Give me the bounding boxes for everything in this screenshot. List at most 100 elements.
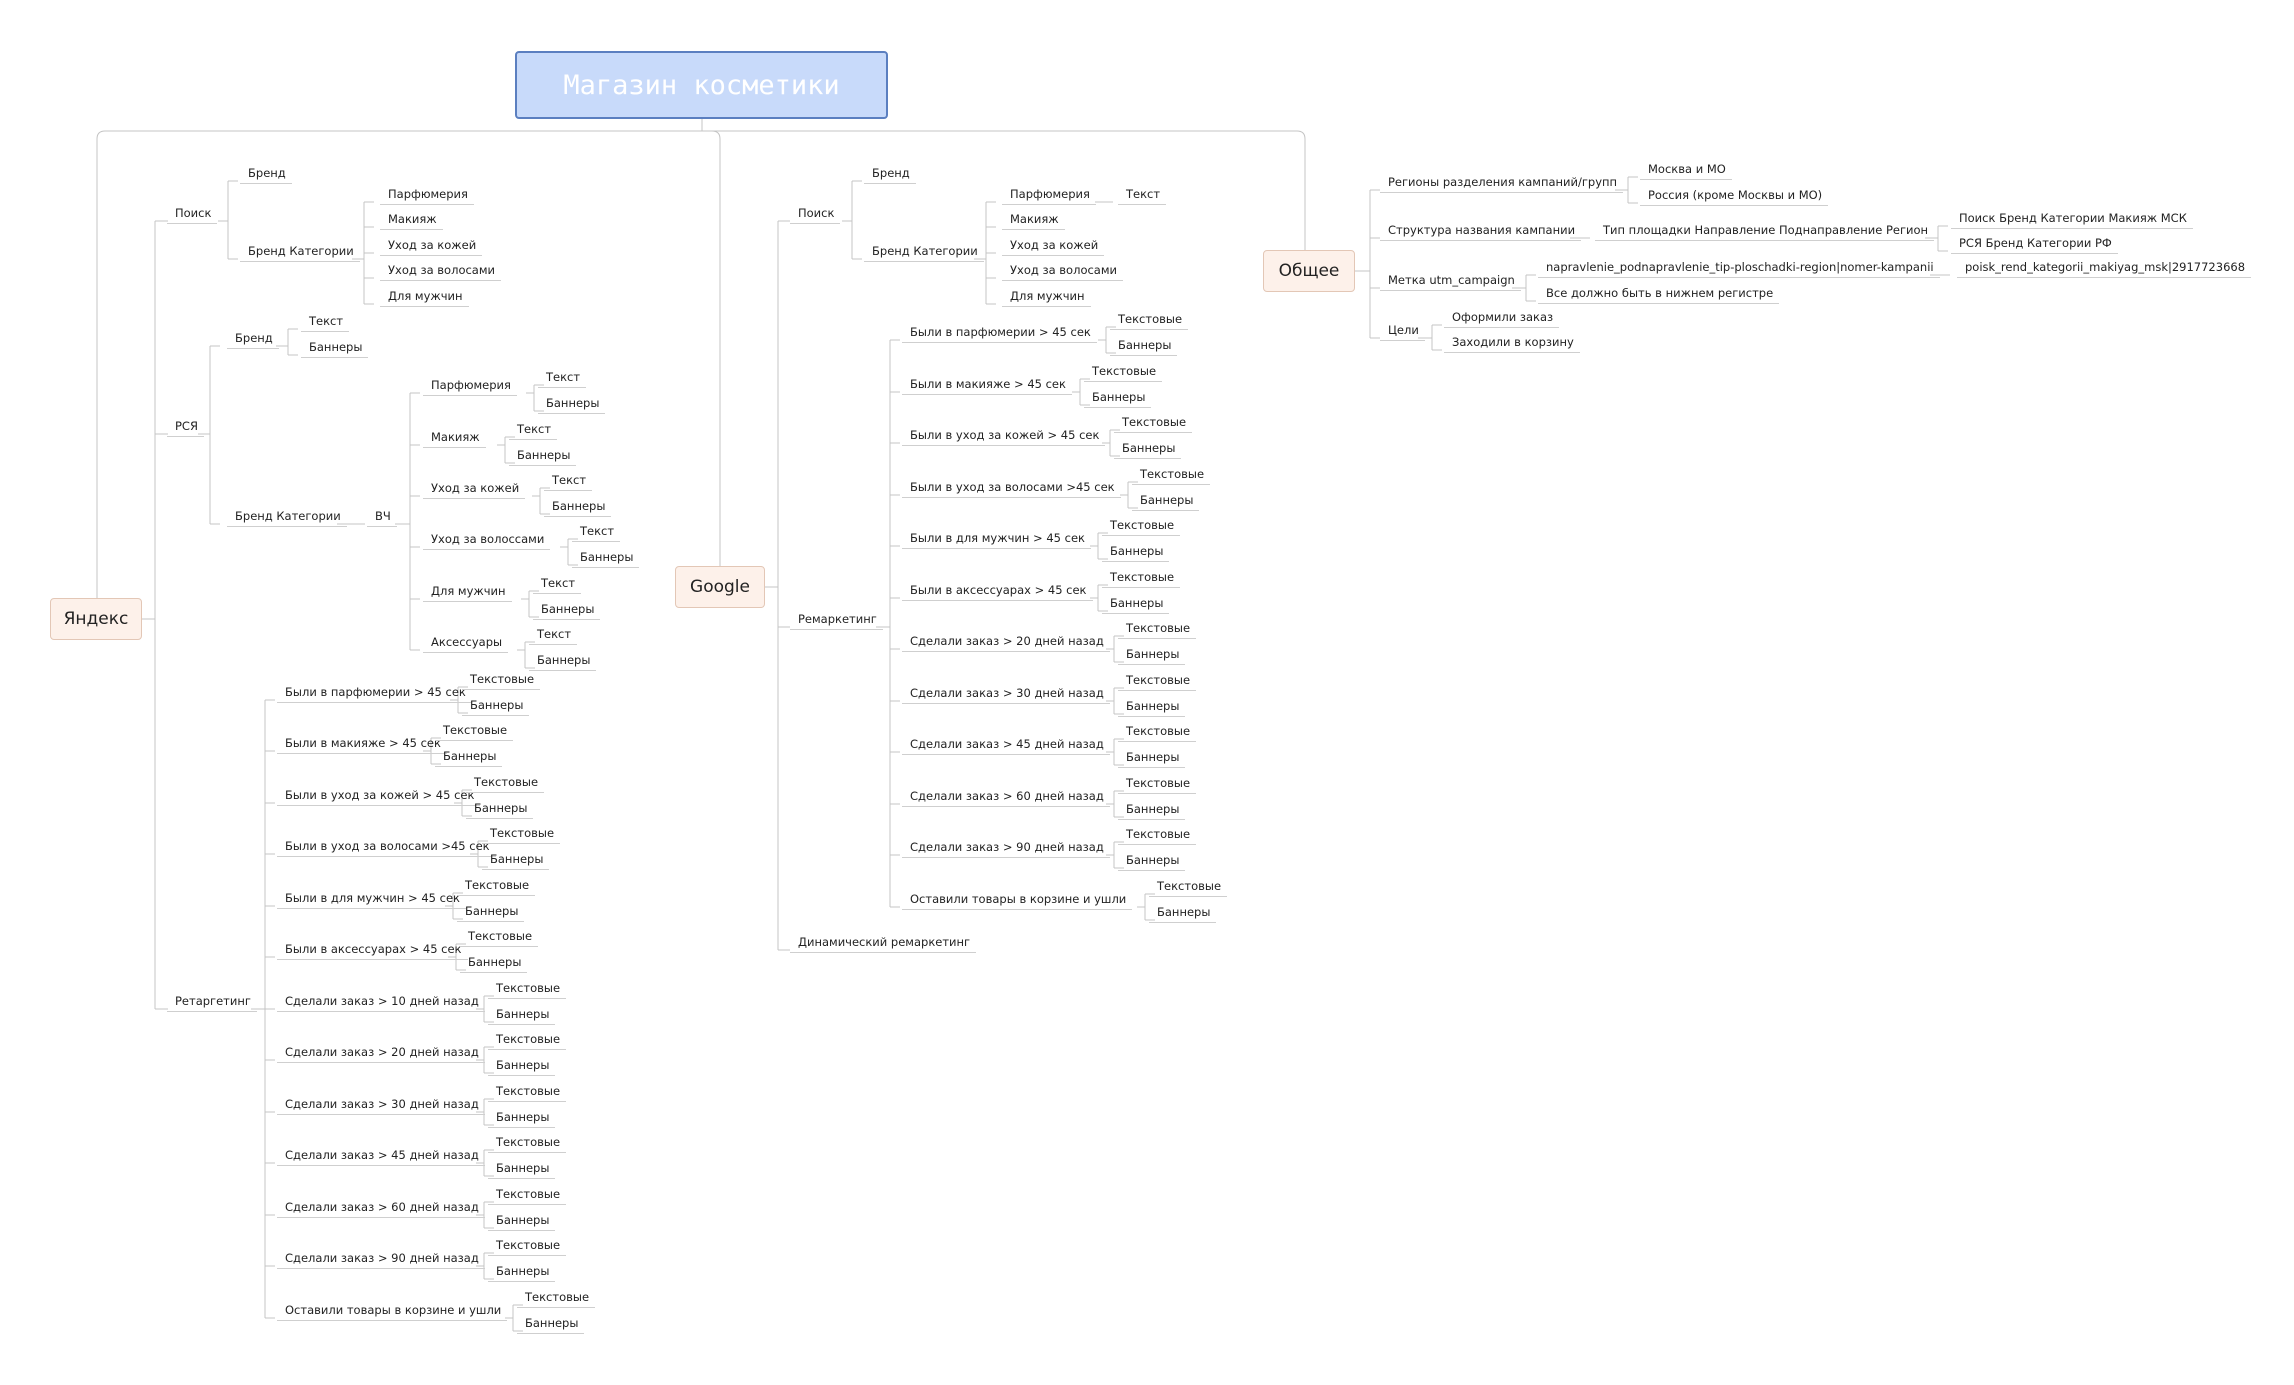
remarketing-text[interactable]: Текстовые [1109,312,1189,330]
remarketing-banners[interactable]: Баннеры [1117,699,1186,717]
goal-cart[interactable]: Заходили в корзину [1444,335,1580,353]
rsya-cat-text[interactable]: Текст [571,524,621,542]
rsya-vch[interactable]: ВЧ [367,509,397,527]
retargeting-banners[interactable]: Баннеры [461,698,530,716]
retargeting-banners[interactable]: Баннеры [487,1213,556,1231]
remarketing-text[interactable]: Текстовые [1113,415,1193,433]
yandex-search-cat[interactable]: Для мужчин [380,289,469,307]
remarketing-text[interactable]: Текстовые [1101,518,1181,536]
retargeting-text[interactable]: Текстовые [434,723,514,741]
rsya-cat[interactable]: Уход за волоссами [422,532,551,550]
rsya-cat-banners[interactable]: Баннеры [532,602,601,620]
general-naming[interactable]: Структура названия кампании [1379,223,1582,241]
rsya-cat[interactable]: Макияж [423,430,486,448]
remarketing-banners[interactable]: Баннеры [1109,338,1178,356]
rsya-cat-text[interactable]: Текст [543,473,593,491]
yandex-search-cat[interactable]: Макияж [380,212,443,230]
yandex-retargeting-item[interactable]: Были в макияже > 45 сек [277,736,447,754]
rsya-cat-text[interactable]: Текст [528,627,578,645]
yandex-node[interactable]: Яндекс [50,598,142,640]
retargeting-banners[interactable]: Баннеры [487,1161,556,1179]
remarketing-banners[interactable]: Баннеры [1101,544,1170,562]
yandex-retargeting-item[interactable]: Были в аксессуарах > 45 сек [277,942,468,960]
retargeting-banners[interactable]: Баннеры [487,1007,556,1025]
utm-note[interactable]: Все должно быть в нижнем регистре [1537,286,1780,304]
remarketing-text[interactable]: Текстовые [1117,621,1197,639]
retargeting-banners[interactable]: Баннеры [481,852,550,870]
remarketing-banners[interactable]: Баннеры [1131,493,1200,511]
google-search-cat[interactable]: Уход за волосами [1002,263,1123,281]
rsya-cat-banners[interactable]: Баннеры [571,550,640,568]
rsya-brand-cat[interactable]: Бренд Категории [227,509,347,527]
naming-example-2[interactable]: РСЯ Бренд Категории РФ [1951,236,2118,254]
naming-pattern[interactable]: Тип площадки Направление Поднаправление … [1594,223,1935,241]
yandex-rsya[interactable]: РСЯ [167,419,204,437]
yandex-search-cat[interactable]: Уход за кожей [379,238,483,256]
google-remarketing-item[interactable]: Сделали заказ > 60 дней назад [902,789,1110,807]
google-search[interactable]: Поиск [789,206,841,224]
rsya-brand-text[interactable]: Текст [300,314,350,332]
general-goals[interactable]: Цели [1380,323,1425,341]
retargeting-text[interactable]: Текстовые [487,1238,567,1256]
remarketing-text[interactable]: Текстовые [1117,673,1197,691]
yandex-retargeting-item[interactable]: Были в для мужчин > 45 сек [277,891,466,909]
general-node[interactable]: Общее [1263,250,1355,292]
retargeting-text[interactable]: Текстовые [481,826,561,844]
yandex-retargeting-item[interactable]: Оставили товары в корзине и ушли [276,1303,508,1321]
google-search-cat[interactable]: Для мужчин [1002,289,1091,307]
yandex-retargeting-item[interactable]: Сделали заказ > 20 дней назад [277,1045,485,1063]
rsya-cat[interactable]: Уход за кожей [422,481,526,499]
retargeting-banners[interactable]: Баннеры [487,1264,556,1282]
remarketing-banners[interactable]: Баннеры [1113,441,1182,459]
remarketing-text[interactable]: Текстовые [1117,827,1197,845]
remarketing-text[interactable]: Текстовые [1148,879,1228,897]
rsya-cat-banners[interactable]: Баннеры [543,499,612,517]
google-search-cat[interactable]: Макияж [1002,212,1065,230]
remarketing-banners[interactable]: Баннеры [1117,802,1186,820]
remarketing-banners[interactable]: Баннеры [1117,750,1186,768]
retargeting-banners[interactable]: Баннеры [487,1110,556,1128]
region-moscow[interactable]: Москва и МО [1640,162,1732,180]
retargeting-banners[interactable]: Баннеры [516,1316,585,1334]
yandex-retargeting[interactable]: Ретаргетинг [167,994,257,1012]
google-remarketing[interactable]: Ремаркетинг [790,612,883,630]
remarketing-banners[interactable]: Баннеры [1083,390,1152,408]
rsya-brand[interactable]: Бренд [227,331,279,349]
google-remarketing-item[interactable]: Были в уход за кожей > 45 сек [901,428,1106,446]
remarketing-banners[interactable]: Баннеры [1101,596,1170,614]
yandex-search-cat[interactable]: Парфюмерия [380,187,474,205]
rsya-brand-banners[interactable]: Баннеры [300,340,369,358]
retargeting-banners[interactable]: Баннеры [459,955,528,973]
rsya-cat[interactable]: Аксессуары [422,635,509,653]
yandex-retargeting-item[interactable]: Были в парфюмерии > 45 сек [277,685,472,703]
yandex-retargeting-item[interactable]: Сделали заказ > 90 дней назад [277,1251,485,1269]
retargeting-banners[interactable]: Баннеры [465,801,534,819]
yandex-retargeting-item[interactable]: Были в уход за волосами >45 сек [277,839,496,857]
retargeting-text[interactable]: Текстовые [487,1084,567,1102]
yandex-retargeting-item[interactable]: Сделали заказ > 45 дней назад [277,1148,485,1166]
remarketing-text[interactable]: Текстовые [1101,570,1181,588]
rsya-cat-banners[interactable]: Баннеры [528,653,597,671]
general-utm[interactable]: Метка utm_campaign [1380,273,1521,291]
remarketing-banners[interactable]: Баннеры [1148,905,1217,923]
remarketing-banners[interactable]: Баннеры [1117,647,1186,665]
yandex-search-brand-cat[interactable]: Бренд Категории [240,244,360,262]
rsya-cat-text[interactable]: Текст [537,370,587,388]
goal-order[interactable]: Оформили заказ [1443,310,1560,328]
yandex-retargeting-item[interactable]: Сделали заказ > 30 дней назад [277,1097,485,1115]
rsya-cat-text[interactable]: Текст [532,576,582,594]
google-remarketing-item[interactable]: Сделали заказ > 90 дней назад [902,840,1110,858]
retargeting-text[interactable]: Текстовые [459,929,539,947]
remarketing-text[interactable]: Текстовые [1117,724,1197,742]
rsya-cat[interactable]: Парфюмерия [423,378,517,396]
retargeting-banners[interactable]: Баннеры [487,1058,556,1076]
rsya-cat-text[interactable]: Текст [508,422,558,440]
region-russia[interactable]: Россия (кроме Москвы и МО) [1639,188,1829,206]
yandex-search-cat[interactable]: Уход за волосами [380,263,501,281]
yandex-search[interactable]: Поиск [166,206,218,224]
yandex-retargeting-item[interactable]: Были в уход за кожей > 45 сек [276,788,481,806]
retargeting-text[interactable]: Текстовые [487,1032,567,1050]
google-search-cat[interactable]: Парфюмерия [1002,187,1096,205]
google-remarketing-item[interactable]: Были в для мужчин > 45 сек [902,531,1091,549]
remarketing-text[interactable]: Текстовые [1131,467,1211,485]
